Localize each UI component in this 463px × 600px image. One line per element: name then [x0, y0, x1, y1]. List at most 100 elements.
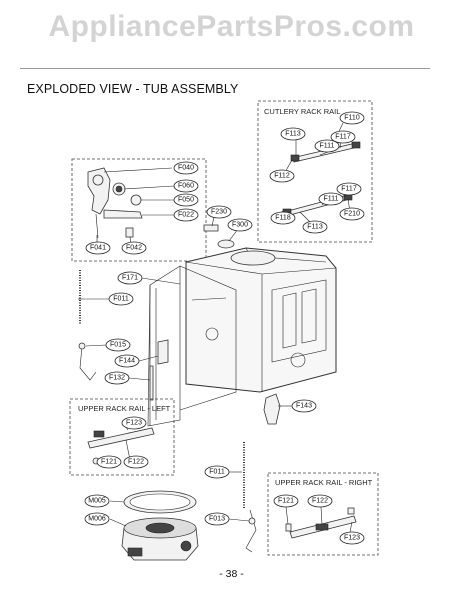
page-number: - 38 -	[219, 568, 244, 580]
clip	[125, 227, 134, 238]
svg-text:F122: F122	[128, 459, 144, 466]
callout-F011: F011	[204, 465, 230, 479]
cutlery-rack-rail-title: CUTLERY RACK RAIL	[264, 107, 340, 116]
callout-M005: M005	[84, 494, 110, 508]
callout-F060: F060	[173, 179, 199, 193]
svg-text:F118: F118	[275, 215, 291, 222]
svg-text:F143: F143	[296, 403, 312, 410]
watermark: AppliancePartsPros.com	[48, 10, 415, 43]
callout-F111: F111	[314, 139, 340, 153]
callout-F011: F011	[108, 292, 134, 306]
page-title: EXPLODED VIEW - TUB ASSEMBLY	[27, 82, 239, 96]
callout-F117: F117	[330, 130, 356, 144]
callout-F132: F132	[104, 371, 130, 385]
hose-f015	[79, 345, 97, 381]
callout-F022: F022	[173, 208, 199, 222]
part-f143	[263, 393, 281, 425]
callout-F230: F230	[206, 205, 232, 219]
callout-F210: F210	[339, 207, 365, 221]
callout-F113: F113	[302, 220, 328, 234]
svg-text:F110: F110	[344, 115, 360, 122]
callout-F117: F117	[336, 182, 362, 196]
callout-F171: F171	[117, 271, 143, 285]
svg-text:F022: F022	[178, 212, 194, 219]
upper-rack-rail-left-box	[69, 398, 175, 476]
rail-end-cap	[351, 141, 361, 149]
svg-text:F060: F060	[178, 183, 194, 190]
callout-M006: M006	[84, 512, 110, 526]
svg-text:F300: F300	[232, 222, 248, 229]
callout-F050: F050	[173, 193, 199, 207]
callout-F015: F015	[105, 338, 131, 352]
sump-assembly: M005 M006	[84, 490, 199, 561]
rail-end-cap	[290, 154, 300, 162]
svg-text:M006: M006	[88, 516, 106, 523]
svg-text:F111: F111	[320, 143, 335, 150]
upper-rack-rail-left-title: UPPER RACK RAIL - LEFT	[78, 404, 171, 413]
upper-rack-rail-left	[87, 427, 155, 449]
tub-assembly	[147, 247, 337, 427]
part-f300	[217, 239, 235, 249]
tub-gasket	[147, 265, 181, 427]
callout-F110: F110	[339, 111, 365, 125]
tub-top-vent	[230, 250, 276, 266]
callout-F042: F042	[121, 241, 147, 255]
upper-rack-rail-right-title: UPPER RACK RAIL - RIGHT	[275, 478, 373, 487]
svg-text:F132: F132	[109, 375, 125, 382]
svg-text:F144: F144	[119, 358, 135, 365]
callout-F121: F121	[96, 455, 122, 469]
hose-f013	[245, 509, 257, 553]
tube-fitting	[103, 209, 143, 219]
upper-rack-rail-right-box	[267, 472, 379, 556]
callout-F123: F123	[339, 531, 365, 545]
svg-text:F011: F011	[113, 296, 129, 303]
callout-F122: F122	[307, 494, 333, 508]
svg-text:F117: F117	[341, 186, 357, 193]
svg-text:F117: F117	[335, 134, 351, 141]
cutlery-rack-rail-box	[257, 100, 373, 243]
svg-text:F171: F171	[122, 275, 138, 282]
callout-F041: F041	[85, 241, 111, 255]
callout-F123: F123	[121, 416, 147, 430]
callout-F112: F112	[269, 169, 295, 183]
callout-F122: F122	[123, 455, 149, 469]
part-f132	[149, 365, 154, 401]
inlet-cap	[130, 194, 142, 206]
svg-text:F113: F113	[307, 224, 323, 231]
callout-F300: F300	[227, 218, 253, 232]
svg-text:F210: F210	[344, 211, 360, 218]
svg-text:F123: F123	[344, 535, 360, 542]
callout-F013: F013	[204, 512, 230, 526]
svg-text:F121: F121	[101, 459, 117, 466]
cutlery-rack-rail-group: CUTLERY RACK RAIL F110 F113 F117 F111 F1…	[257, 100, 373, 243]
svg-text:F040: F040	[178, 165, 194, 172]
svg-text:F013: F013	[209, 516, 225, 523]
tub-drain-hole	[290, 352, 306, 368]
svg-text:F230: F230	[211, 209, 227, 216]
svg-text:F015: F015	[110, 342, 126, 349]
svg-text:F112: F112	[274, 173, 290, 180]
inlet-parts-group: F040 F060 F050 F022 F041 F042	[71, 158, 207, 262]
svg-text:F123: F123	[126, 420, 142, 427]
svg-text:F111: F111	[324, 196, 339, 203]
svg-text:F121: F121	[278, 498, 294, 505]
svg-text:F050: F050	[178, 197, 194, 204]
callout-F111: F111	[318, 192, 344, 206]
svg-text:F122: F122	[312, 498, 328, 505]
part-f230	[203, 224, 219, 232]
callout-F113: F113	[280, 127, 306, 141]
svg-text:F041: F041	[90, 245, 106, 252]
svg-text:M005: M005	[88, 498, 106, 505]
upper-rack-rail-right-group: UPPER RACK RAIL - RIGHT F121 F122 F123	[267, 472, 379, 556]
svg-text:F113: F113	[285, 131, 301, 138]
svg-text:F042: F042	[126, 245, 142, 252]
callout-F118: F118	[270, 211, 296, 225]
inlet-parts-box	[71, 158, 207, 262]
upper-rack-rail-left-group: UPPER RACK RAIL - LEFT F123 F121 F122	[69, 398, 175, 476]
part-f144	[157, 339, 169, 365]
callout-F144: F144	[114, 354, 140, 368]
callout-F121: F121	[273, 494, 299, 508]
header-rule	[20, 68, 430, 69]
callout-F143: F143	[291, 399, 317, 413]
